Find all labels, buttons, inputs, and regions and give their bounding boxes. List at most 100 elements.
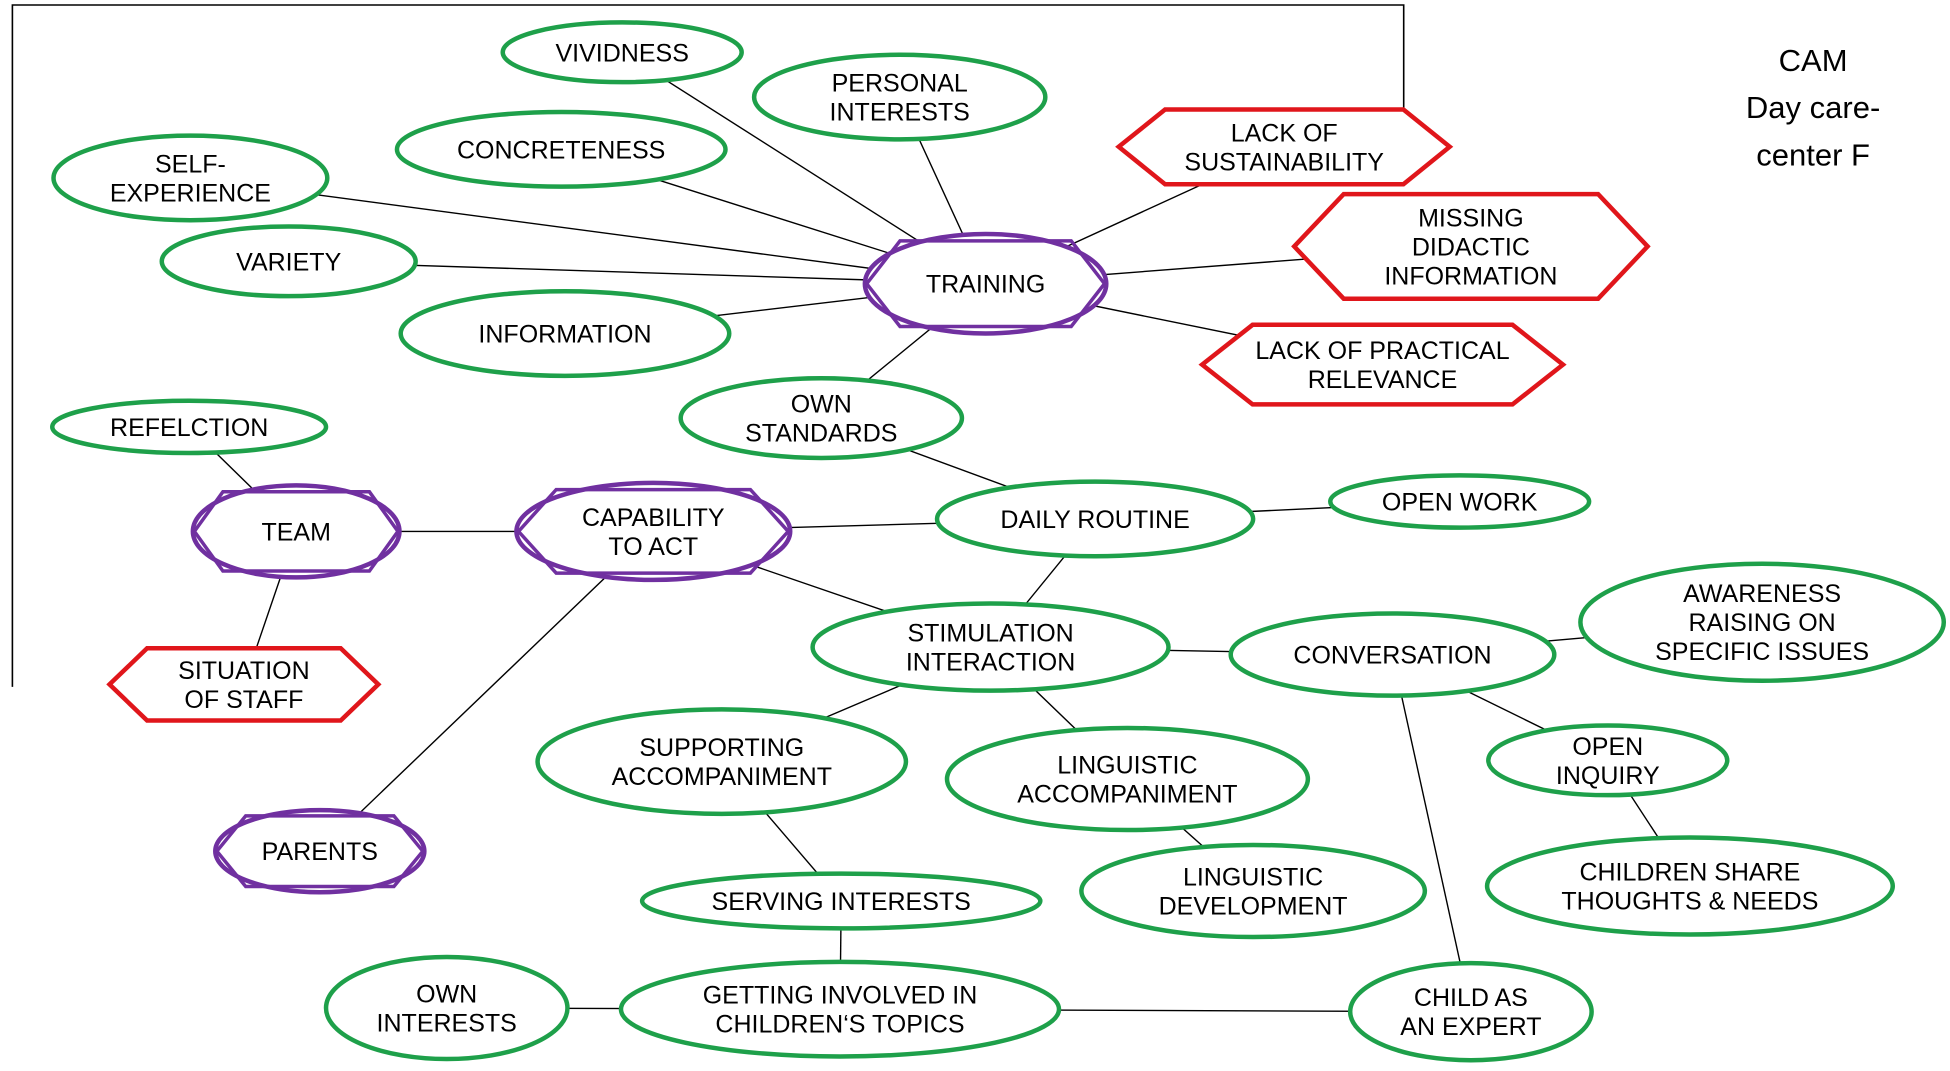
node-inner-hexagon — [864, 239, 1107, 329]
node-inner-hexagon — [516, 487, 791, 575]
node-ellipse — [500, 20, 744, 85]
node-ellipse — [1484, 835, 1896, 937]
node-label-line: DIDACTIC — [1412, 233, 1530, 261]
node-label-line: LINGUISTIC — [1057, 752, 1197, 780]
node-label: DAILY ROUTINE — [1000, 506, 1189, 534]
node-label: TEAM — [261, 518, 330, 546]
node-label-line: SERVING INTERESTS — [712, 888, 971, 916]
edge-conversation-to-child-expert — [1391, 654, 1472, 1012]
node-label: CONVERSATION — [1293, 642, 1491, 670]
node-label: OPEN WORK — [1382, 489, 1538, 517]
node-daily-routine: DAILY ROUTINE — [934, 479, 1256, 559]
node-hexagon — [1198, 322, 1567, 407]
node-team: TEAM — [190, 483, 402, 580]
node-label-line: SUSTAINABILITY — [1184, 148, 1384, 176]
node-label-line: STIMULATION — [907, 620, 1073, 648]
node-ellipse — [944, 725, 1311, 833]
node-label-line: OPEN WORK — [1382, 489, 1538, 517]
node-label-line: PERSONAL — [832, 70, 968, 98]
node-ellipse — [810, 601, 1171, 693]
node-hexagon — [1291, 191, 1651, 301]
node-label-line: DAILY ROUTINE — [1000, 506, 1189, 534]
node-label-line: CHILDREN SHARE — [1579, 859, 1800, 887]
node-label-line: INTERESTS — [830, 99, 970, 127]
node-label-line: SUPPORTING — [639, 734, 804, 762]
node-label-line: ACCOMPANIMENT — [1017, 781, 1237, 809]
node-ellipse — [1079, 842, 1428, 940]
node-ellipse — [934, 479, 1256, 559]
node-ellipse — [1486, 723, 1730, 798]
node-ellipse — [751, 52, 1048, 142]
frame-connector-line — [11, 4, 1405, 687]
node-label-line: LACK OF PRACTICAL — [1255, 337, 1509, 365]
node-ellipse — [639, 871, 1043, 931]
node-label-line: OPEN — [1572, 733, 1643, 761]
node-parents: PARENTS — [213, 807, 427, 895]
node-label-line: RAISING ON — [1688, 609, 1835, 637]
node-label-line: RELEVANCE — [1308, 366, 1458, 394]
node-hexagon — [1115, 107, 1454, 187]
node-label-line: CHILDREN‘S TOPICS — [715, 1011, 964, 1039]
node-label: PARENTS — [262, 838, 378, 866]
node-label-line: CHILD AS — [1414, 984, 1528, 1012]
node-vividness: VIVIDNESS — [500, 20, 744, 85]
node-label: TRAINING — [926, 271, 1045, 299]
node-label-line: OF STAFF — [184, 686, 303, 714]
node-label-line: TRAINING — [926, 271, 1045, 299]
node-label-line: INQUIRY — [1556, 762, 1660, 790]
node-label-line: ACCOMPANIMENT — [612, 763, 832, 791]
node-label-line: PARENTS — [262, 838, 378, 866]
node-ellipse — [394, 109, 728, 189]
node-ellipse — [1228, 611, 1557, 698]
node-training: TRAINING — [862, 231, 1109, 336]
node-ellipse — [50, 398, 329, 456]
node-label-line: THOUGHTS & NEEDS — [1561, 888, 1818, 916]
node-label: INFORMATION — [478, 321, 651, 349]
node-label-line: MISSING — [1418, 204, 1524, 232]
node-ellipse — [159, 224, 418, 299]
node-label-line: INFORMATION — [478, 321, 651, 349]
node-label-line: INTERESTS — [377, 1010, 517, 1038]
node-label-line: VIVIDNESS — [556, 39, 689, 67]
node-label: SELF-EXPERIENCE — [110, 151, 271, 208]
node-label: SERVING INTERESTS — [712, 888, 971, 916]
node-label-line: LACK OF — [1231, 119, 1338, 147]
node-ellipse — [618, 959, 1062, 1059]
node-ellipse — [398, 288, 732, 379]
node-label-line: GETTING INVOLVED IN — [703, 982, 978, 1010]
node-ellipse — [1347, 960, 1594, 1063]
node-label-line: INFORMATION — [1384, 262, 1557, 290]
caption-line: center F — [1756, 138, 1870, 173]
node-conversation: CONVERSATION — [1228, 611, 1557, 698]
node-label-line: EXPERIENCE — [110, 180, 271, 208]
caption-line: CAM — [1779, 43, 1848, 78]
node-inner-hexagon — [192, 490, 401, 573]
node-ellipse — [535, 707, 909, 817]
frame-layer — [11, 4, 1405, 687]
node-refelction: REFELCTION — [50, 398, 329, 456]
node-label-line: CONVERSATION — [1293, 642, 1491, 670]
node-variety: VARIETY — [159, 224, 418, 299]
node-label-line: CAPABILITY — [582, 504, 725, 532]
node-serving: SERVING INTERESTS — [639, 871, 1043, 931]
node-label: VIVIDNESS — [556, 39, 689, 67]
